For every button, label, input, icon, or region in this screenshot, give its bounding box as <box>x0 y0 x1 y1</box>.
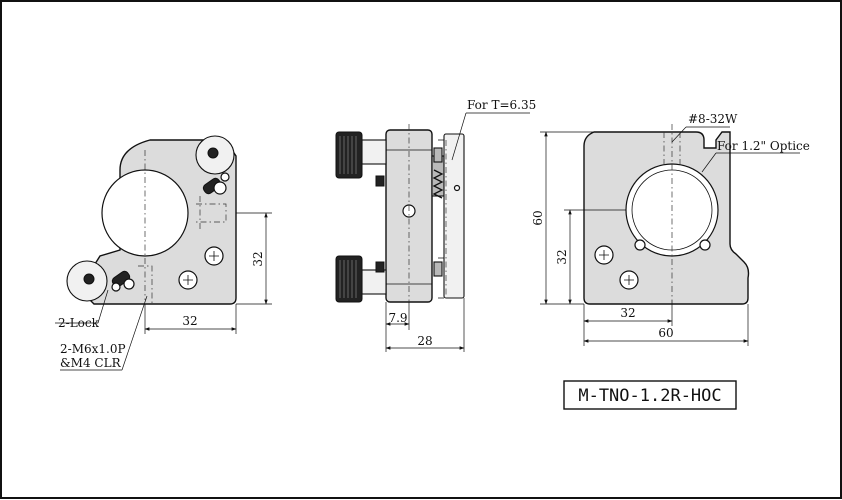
front-upper-lock-lever <box>202 172 230 195</box>
back-dim-total-width: 60 <box>658 326 673 340</box>
back-screw-2 <box>619 270 639 290</box>
side-view: For T=6.35 7.9 28 <box>335 98 536 352</box>
back-label-optic: For 1.2" Optice <box>717 139 810 153</box>
part-number-box: M-TNO-1.2R-HOC <box>563 380 737 410</box>
front-view: 32 32 2-Lock 2-M6x1.0P &M4 CLR <box>55 135 272 371</box>
back-dim-width: 32 <box>620 306 635 320</box>
front-label-mount-1: 2-M6x1.0P <box>60 342 126 356</box>
part-number-text: M-TNO-1.2R-HOC <box>578 386 721 406</box>
front-label-mount-2: &M4 CLR <box>60 356 122 370</box>
side-label-thickness: For T=6.35 <box>467 98 536 112</box>
front-screw-2 <box>178 270 198 290</box>
front-upper-knob-hub <box>207 147 219 159</box>
back-view: #8-32W For 1.2" Optice 60 32 32 60 <box>531 112 810 346</box>
side-spring <box>432 169 444 199</box>
side-upper-knurled-knob <box>335 131 363 179</box>
back-dim-height: 32 <box>555 249 569 264</box>
front-lower-knob-hub <box>83 273 95 285</box>
back-dim-total-height: 60 <box>531 210 545 225</box>
side-dim-offset: 7.9 <box>388 311 407 325</box>
front-label-lock: 2-Lock <box>58 316 100 330</box>
side-plate <box>443 133 465 299</box>
side-lower-knurled-knob <box>335 255 363 303</box>
front-screw-1 <box>204 246 224 266</box>
front-dim-width: 32 <box>182 314 197 328</box>
back-screw-1 <box>594 245 614 265</box>
side-dim-depth: 28 <box>417 334 432 348</box>
front-dim-height: 32 <box>251 251 265 266</box>
back-label-thread: #8-32W <box>688 112 738 126</box>
front-lower-lock-lever <box>111 270 135 292</box>
